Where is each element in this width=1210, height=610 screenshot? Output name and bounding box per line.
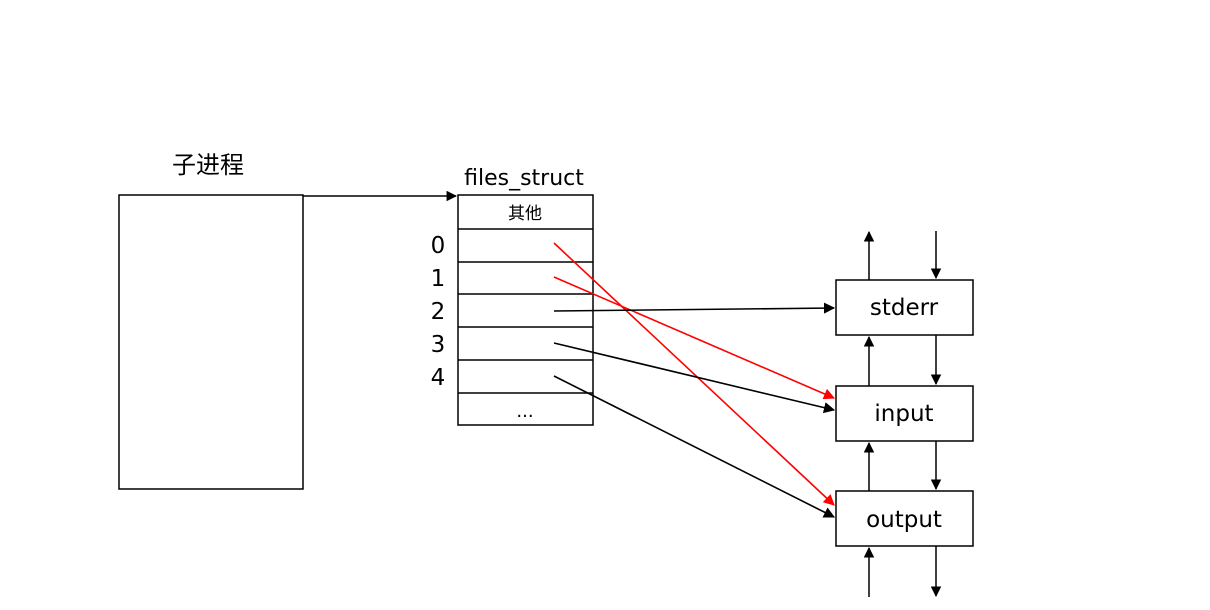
table-header-cell: 其他: [508, 204, 542, 224]
output-box: [835, 490, 974, 547]
fd-2-to-stderr-arrow: [553, 302, 836, 314]
process-box: [118, 194, 304, 490]
fd-index-2: 2: [431, 299, 446, 325]
fd-index-3: 3: [431, 332, 446, 358]
input-label: input: [874, 401, 933, 427]
files-struct-box: [457, 194, 594, 426]
fd-index-1: 1: [431, 266, 446, 292]
output-label: output: [866, 507, 942, 533]
stderr-box: [835, 279, 974, 336]
table-ellipsis-cell: ...: [516, 401, 533, 422]
files-struct-table: 其他 ...: [457, 194, 594, 426]
fd-4-to-output-arrow: [553, 375, 836, 518]
input-box: [835, 385, 974, 442]
fd-index-0: 0: [431, 233, 446, 259]
stderr-label: stderr: [870, 295, 939, 321]
process-title: 子进程: [172, 151, 244, 179]
fd-1-to-input-arrow: [553, 276, 836, 400]
fd-3-to-input-arrow: [553, 342, 836, 414]
fd-0-to-output-arrow: [553, 242, 835, 506]
files-struct-title: files_struct: [464, 166, 584, 191]
fd-index-4: 4: [431, 365, 446, 391]
fd-links: [553, 242, 836, 518]
